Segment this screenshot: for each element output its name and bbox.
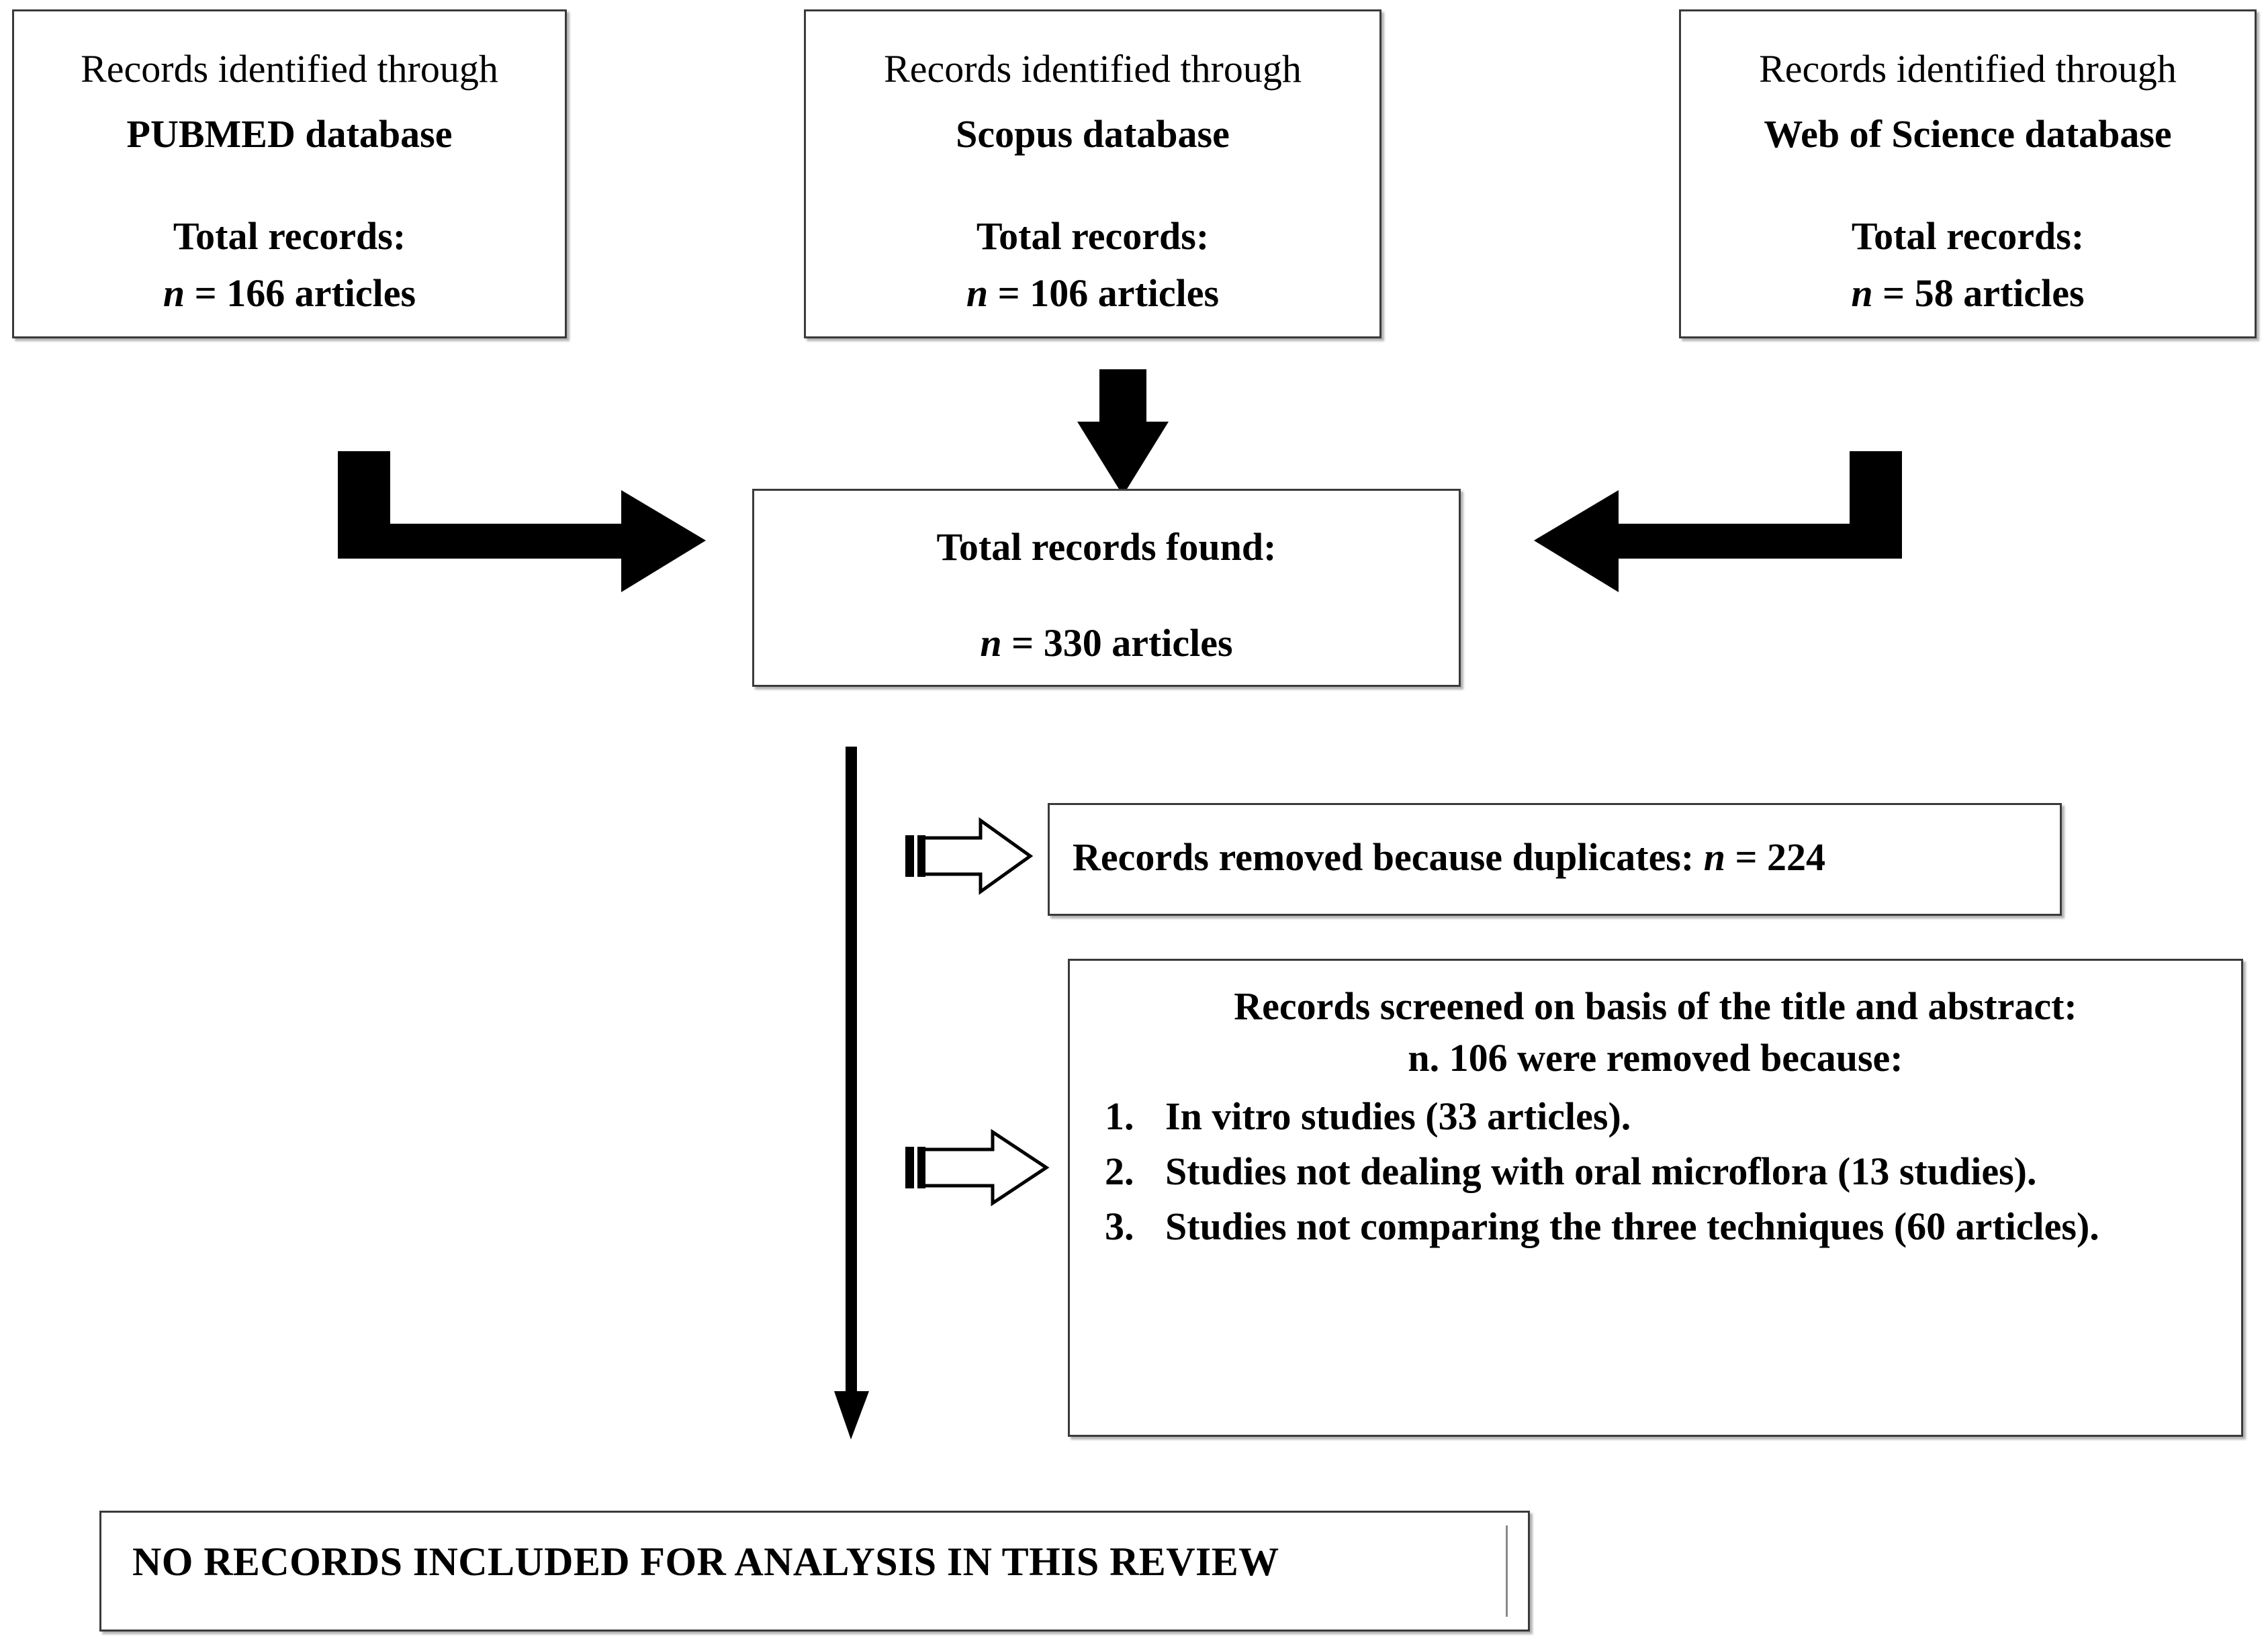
source-total-count: n = 58 articles [1851,271,2085,316]
source-total-count: n = 166 articles [163,271,416,316]
screening-reason-text: Studies not comparing the three techniqu… [1165,1204,2099,1248]
screening-box: Records screened on basis of the title a… [1068,959,2243,1437]
down-arrow-scopus-to-total [1077,369,1169,496]
final-conclusion-text: NO RECORDS INCLUDED FOR ANALYSIS IN THIS… [132,1540,1279,1584]
screening-reason-item: Studies not comparing the three techniqu… [1093,1200,2218,1253]
source-database-name: Scopus database [956,112,1230,156]
total-records-count: n = 330 articles [980,621,1233,665]
duplicates-removed-text: Records removed because duplicates: n = … [1073,835,1826,879]
source-database-name: Web of Science database [1764,112,2172,156]
source-total-label: Total records: [173,214,406,258]
elbow-arrow-pubmed-to-total [338,451,706,592]
screening-reason-item: In vitro studies (33 articles). [1093,1090,2218,1143]
screening-reason-text: In vitro studies (33 articles). [1165,1094,1631,1139]
screening-reason-text: Studies not dealing with oral microflora… [1165,1149,2037,1193]
source-line-identified: Records identified through [884,47,1302,91]
source-line-identified: Records identified through [1759,47,2177,91]
source-box-pubmed: Records identified through PUBMED databa… [12,9,567,338]
screening-head-line-1: Records screened on basis of the title a… [1234,984,2077,1028]
screening-reason-list: In vitro studies (33 articles). Studies … [1093,1088,2218,1252]
source-total-label: Total records: [1851,214,2085,258]
screening-reason-item: Studies not dealing with oral microflora… [1093,1145,2218,1198]
source-box-scopus: Records identified through Scopus databa… [804,9,1381,338]
vertical-trunk-arrow [834,747,869,1440]
hollow-arrow-duplicates [905,817,1034,895]
source-database-name: PUBMED database [126,112,453,156]
elbow-arrow-wos-to-total [1534,451,1902,592]
screening-head-line-2: n. 106 were removed because: [1408,1035,1903,1080]
final-conclusion-box: NO RECORDS INCLUDED FOR ANALYSIS IN THIS… [99,1511,1530,1632]
hollow-arrow-screening [905,1129,1050,1207]
total-records-label: Total records found: [936,525,1277,569]
total-records-box: Total records found: n = 330 articles [752,489,1461,687]
source-line-identified: Records identified through [81,47,498,91]
duplicates-removed-box: Records removed because duplicates: n = … [1048,803,2062,916]
source-total-count: n = 106 articles [966,271,1220,316]
text-cursor-caret [1506,1525,1508,1617]
source-total-label: Total records: [976,214,1210,258]
source-box-web-of-science: Records identified through Web of Scienc… [1679,9,2257,338]
